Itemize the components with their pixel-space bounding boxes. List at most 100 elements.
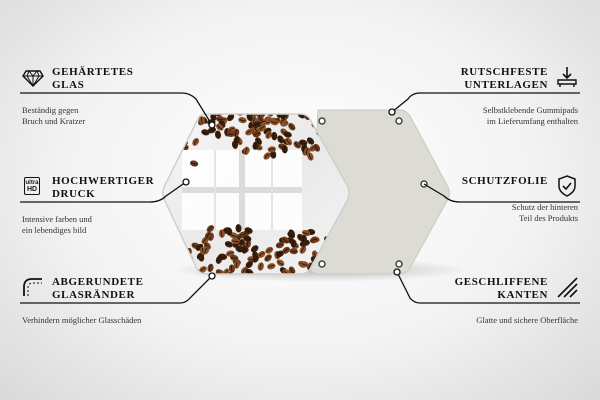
coffee-bean [198, 116, 206, 125]
feature-high-quality-print: ultra HD HOCHWERTIGER DRUCK Intensive fa… [22, 175, 172, 236]
coffee-bean [257, 251, 266, 258]
feature-description: Verhindern möglicher Glasschäden [22, 315, 142, 325]
coffee-bean [207, 127, 216, 134]
coffee-bean [271, 131, 278, 141]
coffee-bean [306, 137, 315, 145]
coffee-bean [218, 229, 225, 238]
coffee-bean [230, 254, 239, 261]
feature-description: Selbstklebende Gummipads im Lieferumfang… [482, 105, 578, 126]
coffee-bean [264, 254, 272, 262]
feature-description: Beständig gegen Bruch und Kratzer [22, 105, 86, 126]
pad-dot [318, 117, 326, 125]
feature-rounded-edges: ABGERUNDETE GLASRÄNDER Verhindern möglic… [22, 276, 172, 326]
coffee-bean [226, 227, 233, 236]
pads-download-icon [557, 67, 577, 87]
coffee-bean [257, 262, 264, 271]
coffee-bean [201, 129, 210, 136]
glass-coaster-front [163, 114, 349, 274]
coffee-bean [199, 266, 207, 274]
coffee-bean [206, 225, 215, 233]
coffee-bean [250, 245, 259, 253]
coffee-bean [235, 224, 242, 233]
coffee-bean [244, 227, 253, 234]
coffee-bean [300, 261, 309, 268]
coffee-bean [243, 146, 250, 155]
coffee-bean [290, 239, 297, 248]
coffee-bean [233, 136, 240, 145]
coffee-bean [250, 114, 259, 117]
coffee-bean [207, 263, 214, 273]
coffee-bean [313, 143, 321, 152]
connector-lines [20, 92, 580, 304]
rounded-corner-icon [23, 278, 42, 296]
feature-description: Glatte und sichere Oberfläche [476, 315, 578, 325]
feature-title: GEHÄRTETES GLAS [52, 66, 134, 91]
feature-title: RUTSCHFESTE UNTERLAGEN [460, 66, 548, 91]
coffee-bean [238, 117, 247, 124]
coffee-bean [252, 121, 261, 128]
coffee-bean [233, 260, 240, 269]
coffee-bean [289, 248, 298, 255]
coffee-bean [304, 147, 311, 156]
feature-tempered-glass: GEHÄRTETES GLAS Beständig gegen Bruch un… [22, 66, 172, 127]
shield-check-icon [558, 175, 576, 197]
feature-title: HOCHWERTIGER DRUCK [52, 175, 155, 200]
coffee-bean [269, 118, 279, 126]
coffee-bean [226, 114, 235, 122]
coffee-bean [252, 141, 259, 150]
feature-title: ABGERUNDETE GLASRÄNDER [52, 276, 144, 301]
back-plate [309, 109, 450, 275]
coffee-bean [216, 115, 225, 123]
connector-print [20, 181, 187, 203]
coffee-bean [243, 235, 252, 242]
feature-title: GESCHLIFFENE KANTEN [454, 276, 548, 301]
coffee-bean [285, 137, 293, 146]
coffee-bean [257, 114, 264, 122]
feature-description: Schutz der hinteren Teil des Produkts [511, 202, 578, 223]
coffee-bean [214, 130, 222, 139]
coffee-bean [231, 237, 240, 245]
coffee-bean [277, 135, 284, 144]
pad-dot [395, 117, 403, 125]
coffee-bean [192, 137, 200, 146]
coffee-bean [245, 260, 253, 269]
coffee-bean [279, 117, 287, 125]
diamond-icon [22, 70, 44, 87]
coffee-bean [282, 246, 290, 254]
coffee-bean [189, 160, 199, 167]
coffee-bean [267, 146, 276, 153]
coffee-bean [267, 263, 276, 270]
connector-glass [20, 92, 213, 126]
feature-description: Intensive farben und ein lebendiges bild [22, 214, 92, 235]
pad-dot [318, 260, 326, 268]
coffee-bean [252, 131, 261, 138]
coffee-bean [281, 145, 288, 154]
coffee-bean [300, 235, 307, 244]
feature-non-slip-pads: RUTSCHFESTE UNTERLAGEN Selbstklebende Gu… [428, 66, 578, 127]
coffee-bean [276, 250, 284, 258]
connector-edges [20, 275, 213, 304]
coffee-bean [218, 253, 227, 260]
coffee-bean [309, 236, 319, 244]
coffee-bean [224, 241, 233, 248]
coffee-bean [252, 254, 260, 263]
feature-protective-foil: SCHUTZFOLIE Schutz der hinteren Teil des… [428, 175, 578, 224]
feature-title: SCHUTZFOLIE [461, 175, 548, 187]
coffee-bean [204, 231, 212, 240]
connector-ground [396, 271, 580, 304]
coffee-bean [288, 266, 296, 274]
coffee-bean [293, 141, 302, 149]
coffee-bean [258, 124, 266, 132]
coffee-bean [223, 268, 230, 274]
coffee-bean [246, 114, 253, 122]
coffee-bean [216, 123, 224, 131]
connector-foil [423, 183, 580, 203]
coffee-bean [202, 246, 210, 255]
coffee-bean [301, 229, 311, 237]
coffee-bean [263, 152, 271, 160]
coffee-bean [280, 114, 288, 120]
coffee-bean [265, 130, 272, 139]
pad-dot [395, 260, 403, 268]
